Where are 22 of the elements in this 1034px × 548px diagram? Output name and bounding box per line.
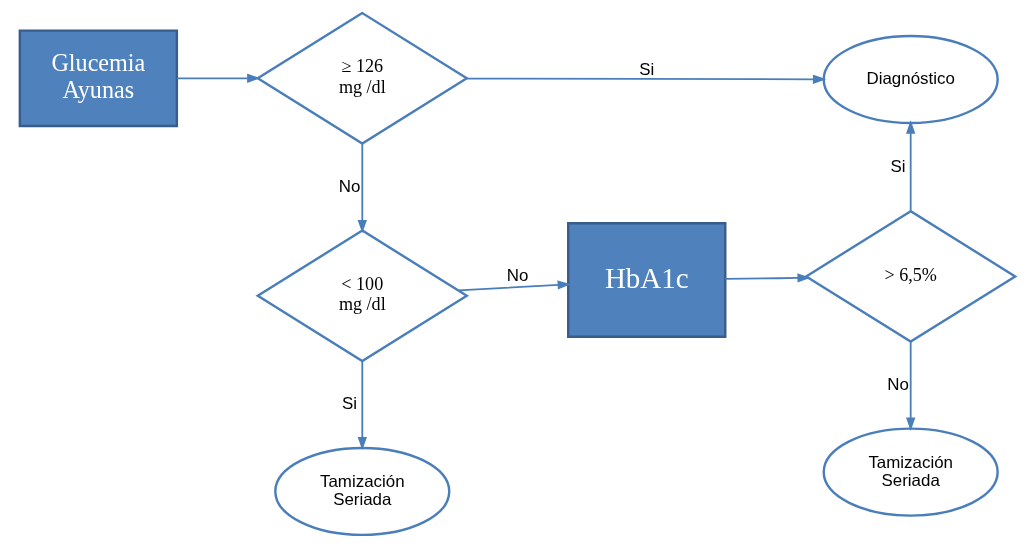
node-diamond: < 100 mg /dl xyxy=(255,229,469,363)
arrow xyxy=(905,120,915,212)
edge-label: No xyxy=(338,176,360,196)
arrow xyxy=(357,142,367,234)
node-ellipse: Tamización Seriada xyxy=(822,427,999,517)
node-ellipse: Tamización Seriada xyxy=(273,446,450,537)
edge-label: Si xyxy=(638,59,654,79)
node-diamond: > 6,5% xyxy=(803,209,1017,344)
arrow xyxy=(465,74,826,84)
arrow xyxy=(457,280,571,292)
edge-label: Si xyxy=(341,393,357,413)
arrow xyxy=(175,73,260,83)
edge-label: Si xyxy=(889,156,906,176)
node-box: Glucemia Ayunas xyxy=(18,29,178,128)
node-ellipse: Diagnóstico xyxy=(822,34,999,125)
node-diamond: ≥ 126 mg /dl xyxy=(255,11,469,145)
arrow xyxy=(723,273,811,283)
edge-label: No xyxy=(886,374,909,394)
edge-label: No xyxy=(506,266,528,286)
node-box: HbA1c xyxy=(566,222,726,338)
arrow xyxy=(905,340,915,431)
arrow xyxy=(357,360,367,451)
